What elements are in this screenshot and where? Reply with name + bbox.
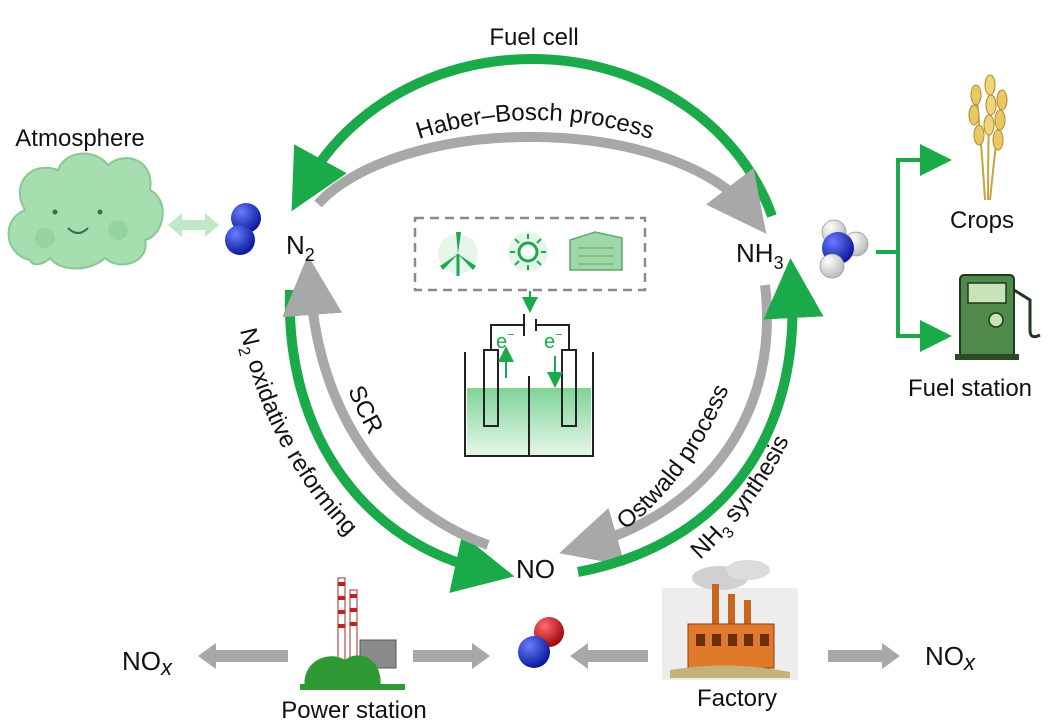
nh3-text: NH xyxy=(736,238,774,268)
n2-oxidative-sub: 2 xyxy=(234,345,253,358)
n2-text: N xyxy=(286,230,305,260)
nh3-molecule-icon xyxy=(819,219,869,279)
electron-right-sup: − xyxy=(555,327,563,342)
hydropower-dam-icon xyxy=(569,231,623,271)
sun-icon xyxy=(508,232,548,272)
power-station-label: Power station xyxy=(281,697,426,724)
electron-right-label: e− xyxy=(544,327,563,353)
cloud-icon xyxy=(7,152,164,270)
no-node-label: NO xyxy=(516,554,555,584)
factory-to-nox-arrow xyxy=(828,643,900,669)
ostwald-process-arrow xyxy=(559,284,772,566)
n2-node-label: N2 xyxy=(286,230,315,265)
power-station-icon xyxy=(300,577,405,690)
exchange-arrow-icon xyxy=(168,213,219,237)
factory-label: Factory xyxy=(697,685,777,712)
nox-right-label: NOx xyxy=(925,641,976,675)
power-to-no-arrow xyxy=(413,643,490,669)
fuel-pump-icon xyxy=(955,274,1041,360)
wheat-icon xyxy=(968,74,1008,201)
n2-oxidative-reforming-arrow xyxy=(284,289,515,593)
wind-turbine-icon xyxy=(438,232,478,276)
electrochemical-cell xyxy=(464,314,594,457)
fuel-station-label: Fuel station xyxy=(908,375,1032,402)
fuel-cell-arrow xyxy=(291,54,777,218)
fuel-cell-label: Fuel cell xyxy=(489,24,578,51)
branch-arrows xyxy=(876,144,952,352)
factory-icon xyxy=(662,560,798,680)
atmosphere-label: Atmosphere xyxy=(15,125,144,152)
nox-right-sub: x xyxy=(963,650,976,675)
nox-left-label: NOx xyxy=(122,646,173,680)
electron-left-label: e− xyxy=(496,327,515,353)
power-to-nox-arrow xyxy=(198,643,288,669)
n2-oxidative-n: N xyxy=(234,325,264,348)
electron-right-e: e xyxy=(544,331,555,353)
scr-arrow xyxy=(282,255,490,550)
nh3-sub: 3 xyxy=(774,253,784,273)
crops-label: Crops xyxy=(950,207,1014,234)
electron-left-e: e xyxy=(496,331,507,353)
nh3-node-label: NH3 xyxy=(736,238,784,273)
nox-left-sub: x xyxy=(160,655,173,680)
n2-molecule-icon xyxy=(225,203,261,255)
no-molecule-icon xyxy=(518,617,564,668)
factory-to-no-arrow xyxy=(570,643,648,669)
nh3-synthesis-arrow xyxy=(577,258,824,577)
n2-sub: 2 xyxy=(305,245,315,265)
nox-left-text: NO xyxy=(122,646,161,676)
electron-left-sup: − xyxy=(507,327,515,342)
nox-right-text: NO xyxy=(925,641,964,671)
haber-bosch-arrow xyxy=(314,131,767,234)
